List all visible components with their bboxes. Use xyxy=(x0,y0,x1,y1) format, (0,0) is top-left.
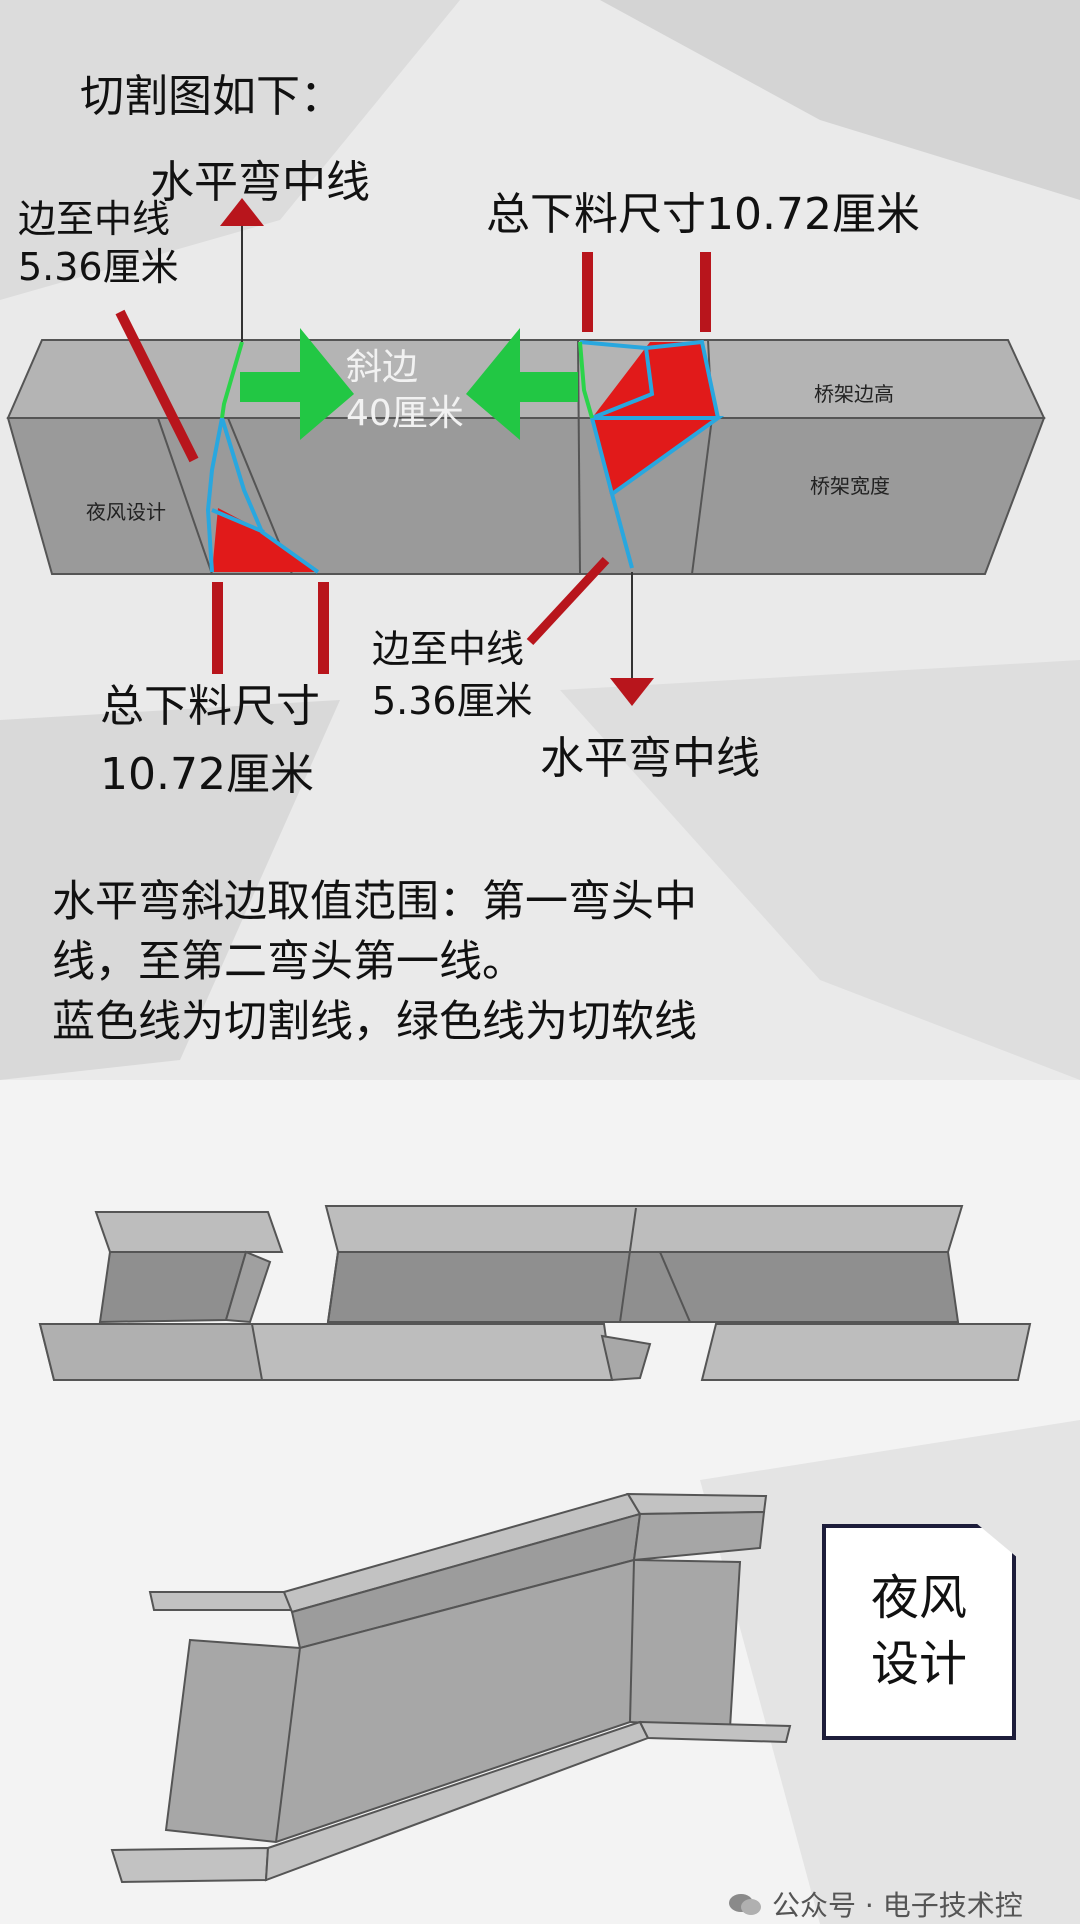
tray-model-straight xyxy=(38,1205,1032,1382)
watermark: 公众号 · 电子技术控 xyxy=(728,1884,1023,1924)
description-line-1: 水平弯斜边取值范围：第一弯头中 xyxy=(52,877,697,927)
edge-pointer-bottom xyxy=(526,556,610,646)
label-edge-to-center-top-1: 边至中线 xyxy=(18,197,171,241)
label-tray-width: 桥架宽度 xyxy=(810,474,890,498)
wechat-icon xyxy=(729,1894,761,1915)
soft-cut-lines-green xyxy=(220,341,594,419)
label-brand-small: 夜风设计 xyxy=(86,500,166,524)
page-title: 切割图如下： xyxy=(80,71,344,122)
arrow-right-icon xyxy=(240,328,354,440)
label-bevel-1: 斜边 xyxy=(346,347,419,388)
brand-stamp: 夜风 设计 xyxy=(822,1524,1016,1740)
arrow-left-icon xyxy=(466,328,578,440)
arrow-up-icon xyxy=(220,198,264,226)
label-hbend-centerline-bottom: 水平弯中线 xyxy=(540,733,760,784)
tray-model-bent xyxy=(110,1492,792,1884)
label-total-cut-size-bottom-2: 10.72厘米 xyxy=(100,749,314,800)
description-line-2: 线，至第二弯头第一线。 xyxy=(52,937,525,987)
label-edge-to-center-top-2: 5.36厘米 xyxy=(18,245,179,289)
removed-area-left xyxy=(212,508,318,572)
label-hbend-centerline-top: 水平弯中线 xyxy=(150,157,370,208)
label-edge-to-center-bottom-2: 5.36厘米 xyxy=(372,679,533,723)
label-total-cut-size-bottom-1: 总下料尺寸 xyxy=(100,681,320,732)
stamp-line-2: 设计 xyxy=(870,1636,967,1692)
watermark-text: 公众号 · 电子技术控 xyxy=(772,1889,1023,1922)
edge-pointer-top xyxy=(115,309,199,463)
dimension-markers xyxy=(212,252,711,674)
arrow-down-icon xyxy=(610,678,654,706)
removed-area-right-top xyxy=(592,342,718,418)
label-side-height: 桥架边高 xyxy=(814,382,894,406)
label-bevel-2: 40厘米 xyxy=(346,393,464,434)
removed-area-right-side xyxy=(592,418,718,494)
label-total-cut-size-top: 总下料尺寸10.72厘米 xyxy=(486,189,920,240)
stamp-line-1: 夜风 xyxy=(870,1570,967,1626)
description-line-3: 蓝色线为切割线，绿色线为切软线 xyxy=(52,997,697,1047)
cut-lines-blue xyxy=(205,339,725,574)
label-edge-to-center-bottom-1: 边至中线 xyxy=(372,627,525,671)
